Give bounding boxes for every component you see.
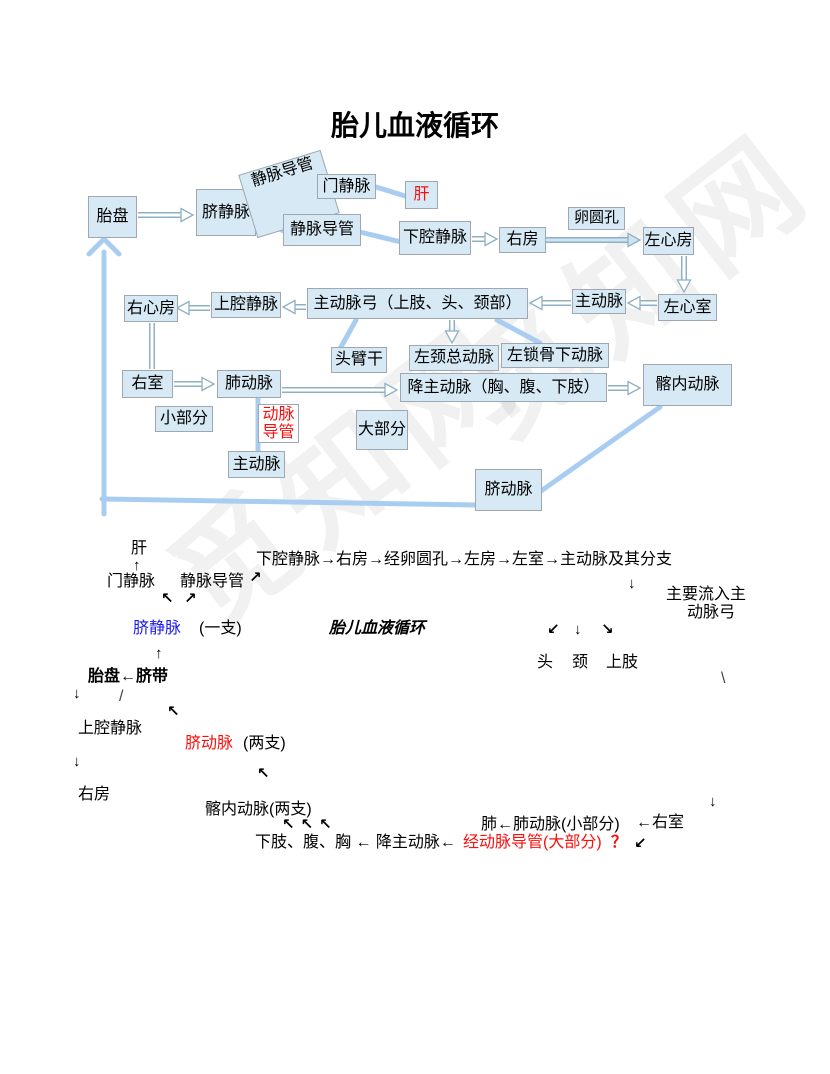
- box-left-common-carotid: 左颈总动脉: [409, 345, 499, 371]
- flow-arrow-head: [281, 299, 296, 315]
- box-placenta: 胎盘: [88, 196, 137, 238]
- box-aorta-lower: 主动脉: [228, 451, 285, 478]
- summary-svc: 上腔静脉: [78, 720, 143, 737]
- summary-umbilical-vein: 脐静脉: [133, 620, 182, 637]
- summary-one-branch: (一支): [199, 620, 242, 637]
- up-left-arrow: ↖: [161, 590, 174, 607]
- summary-umbilical-artery: 脐动脉: [185, 735, 234, 752]
- up-right-arrow: ↗: [249, 569, 262, 586]
- box-right-atrium: 右心房: [124, 295, 178, 322]
- backslash-connector: \: [721, 670, 726, 687]
- box-pulmonary-artery: 肺动脉: [217, 370, 281, 398]
- flow-arrow-head: [627, 232, 642, 248]
- box-small-part: 小部分: [155, 406, 213, 432]
- bottom-horizontal-flow-line: [99, 496, 480, 508]
- up-left-arrows: ↖↖↖: [282, 816, 338, 833]
- summary-placenta-cord: 胎盘←脐带: [88, 668, 169, 685]
- box-descending-aorta: 降主动脉（胸、腹、下肢）: [400, 373, 607, 402]
- down-left-arrow: ↙: [547, 621, 560, 638]
- flow-arrow-head: [484, 231, 499, 247]
- summary-right-atrium: 右房: [78, 786, 111, 803]
- flow-arrow-head: [180, 207, 195, 223]
- box-aorta-upper: 主动脉: [572, 289, 626, 314]
- flow-arrow-head: [201, 376, 216, 392]
- flow-arrow-head: [444, 330, 460, 345]
- down-arrow: ↓: [628, 575, 636, 592]
- flow-arrow-head: [528, 295, 543, 311]
- box-foramen-ovale: 卵圆孔: [568, 207, 625, 230]
- down-arrow: ↓: [73, 753, 81, 770]
- box-umbilical-artery: 脐动脉: [475, 469, 542, 511]
- summary-aortic-arch: 动脉弓: [687, 604, 736, 621]
- box-left-ventricle: 左心室: [658, 294, 717, 321]
- box-ductus-venosus: 静脉导管: [283, 214, 361, 246]
- summary-ductus-venosus: 静脉导管: [180, 573, 245, 590]
- box-superior-vena-cava: 上腔静脉: [211, 292, 281, 318]
- down-arrow: ↓: [709, 793, 717, 810]
- flow-arrow-head: [384, 382, 399, 398]
- summary-right-ventricle: ←右室: [636, 814, 685, 831]
- page-title: 胎儿血液循环: [330, 110, 499, 141]
- box-large-part: 大部分: [356, 410, 408, 450]
- ductus-to-ivc-line: [357, 229, 404, 245]
- summary-head: 头: [537, 654, 554, 671]
- question-mark: ？: [611, 834, 628, 851]
- summary-upper-limb: 上肢: [606, 654, 639, 671]
- down-right-arrow: ↘: [601, 621, 614, 638]
- box-ductus-arteriosus: 动脉导管: [258, 404, 299, 443]
- summary-mainly-into: 主要流入主: [666, 586, 747, 603]
- up-arrow: ↑: [133, 557, 141, 574]
- summary-center-title: 胎儿血液循环: [329, 620, 426, 637]
- slash-connector: /: [119, 688, 124, 705]
- down-arrow: ↓: [574, 621, 582, 638]
- summary-lower-body-chain: 下肢、腹、胸 ← 降主动脉←: [255, 834, 456, 851]
- down-arrow: ↓: [73, 685, 81, 702]
- summary-liver: 肝: [131, 540, 148, 557]
- box-brachiocephalic-trunk: 头臂干: [331, 347, 387, 373]
- box-right-atrium-upper: 右房: [499, 227, 546, 253]
- box-right-ventricle: 右室: [122, 370, 173, 398]
- box-aortic-arch: 主动脉弓（上肢、头、颈部）: [307, 288, 528, 319]
- up-left-arrow: ↖: [257, 765, 270, 782]
- up-arrow: ↑: [155, 645, 163, 662]
- box-portal-vein: 门静脉: [317, 174, 376, 199]
- umbilical-artery-to-iliac-line: [538, 404, 663, 494]
- box-left-atrium: 左心房: [643, 227, 694, 255]
- up-arrowhead-to-placenta: [86, 235, 122, 257]
- summary-via-ductus-arteriosus: 经动脉导管(大部分): [463, 834, 602, 851]
- flow-arrow-head: [626, 295, 641, 311]
- box-inferior-vena-cava: 下腔静脉: [399, 221, 471, 255]
- up-left-arrow: ↖: [167, 703, 180, 720]
- up-right-arrow: ↗: [184, 590, 197, 607]
- box-left-subclavian: 左锁骨下动脉: [501, 343, 609, 368]
- summary-two-branches: (两支): [243, 735, 286, 752]
- flow-arrow-head: [627, 380, 642, 396]
- portal-vein-to-liver-line: [373, 184, 408, 199]
- summary-main-flow-chain: 下腔静脉→右房→经卵圆孔→左房→左室→主动脉及其分支: [256, 551, 673, 568]
- flow-arrow-head: [175, 300, 190, 316]
- summary-internal-iliac: 髂内动脉(两支): [205, 801, 312, 818]
- flow-arrow-head: [676, 279, 692, 294]
- box-internal-iliac-artery: 髂内动脉: [643, 364, 732, 406]
- down-left-arrow: ↙: [634, 835, 647, 852]
- summary-portal-vein: 门静脉: [107, 573, 156, 590]
- arch-to-subclavian-line: [494, 317, 543, 346]
- summary-neck: 颈: [572, 654, 589, 671]
- arch-to-brachiocephalic-line: [338, 317, 359, 350]
- box-liver: 肝: [405, 181, 438, 209]
- summary-lung-small-part: 肺←肺动脉(小部分): [481, 816, 620, 833]
